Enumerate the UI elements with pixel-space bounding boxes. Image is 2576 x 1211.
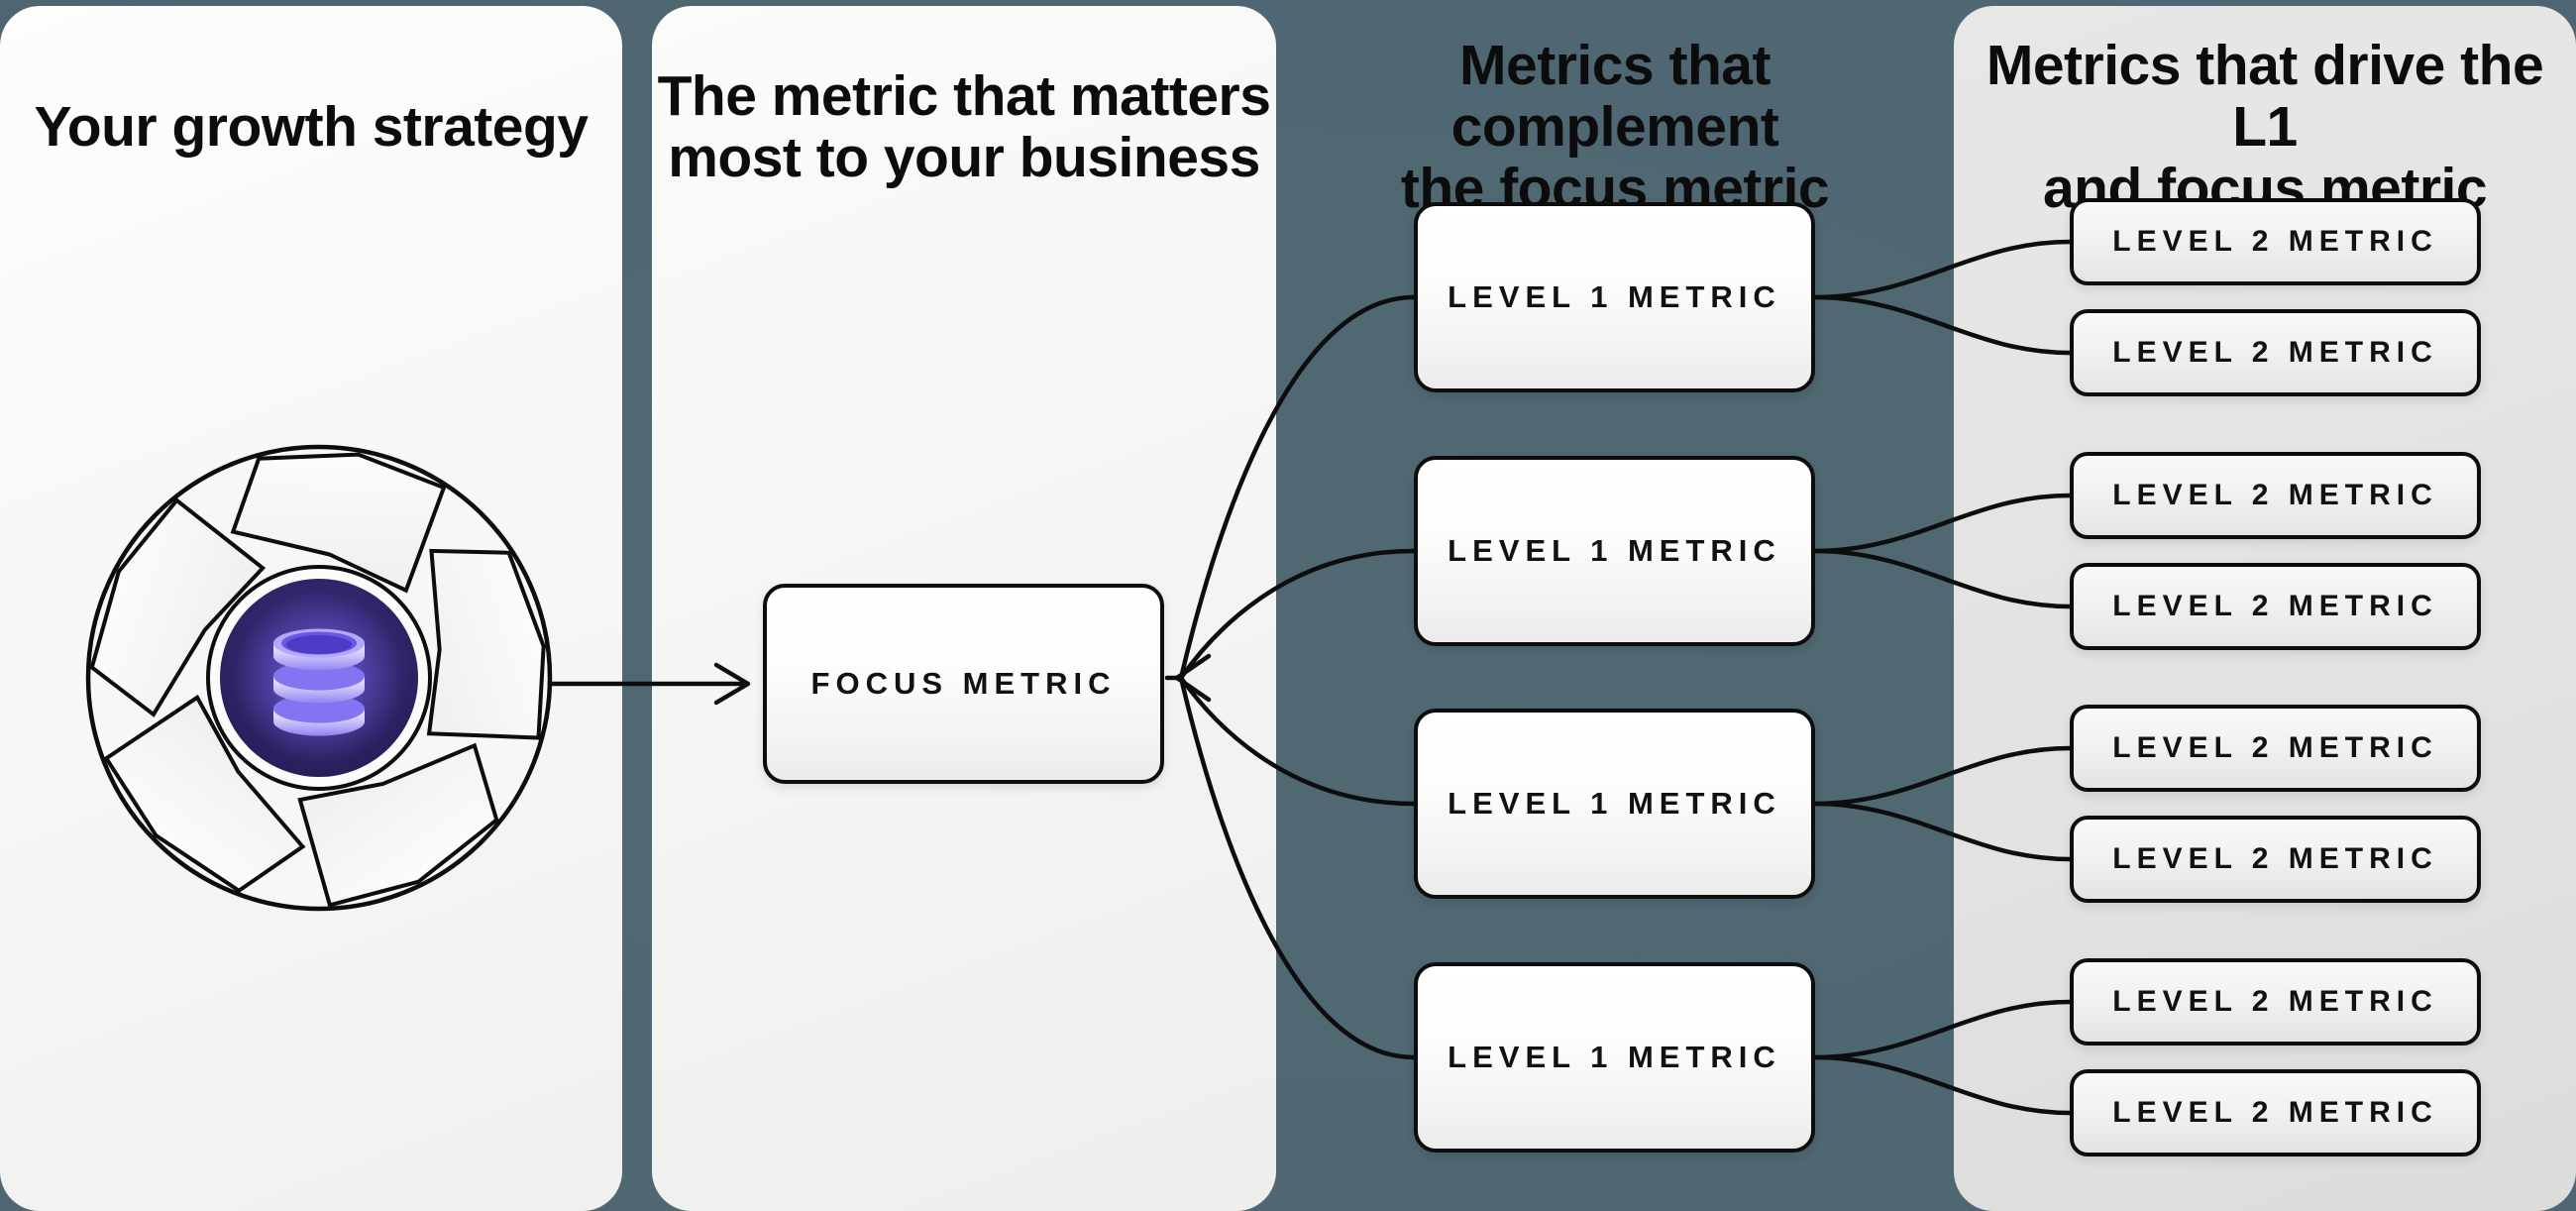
title-line: The metric that matters: [657, 64, 1271, 128]
focus-metric-box: FOCUS METRIC: [763, 584, 1164, 784]
title-focus-metric: The metric that matters most to your bus…: [652, 0, 1276, 254]
level2-metric-box: LEVEL 2 METRIC: [2070, 452, 2481, 539]
title-line: Metrics that complement: [1450, 34, 1779, 159]
level2-metric-box: LEVEL 2 METRIC: [2070, 309, 2481, 396]
level1-metric-box: LEVEL 1 METRIC: [1414, 456, 1815, 646]
title-line: most to your business: [668, 126, 1260, 189]
level2-metric-box: LEVEL 2 METRIC: [2070, 563, 2481, 650]
level2-metric-box: LEVEL 2 METRIC: [2070, 1069, 2481, 1156]
title-growth-strategy: Your growth strategy: [0, 0, 622, 254]
level1-metric-box: LEVEL 1 METRIC: [1414, 709, 1815, 899]
level2-metric-box: LEVEL 2 METRIC: [2070, 705, 2481, 792]
level1-metric-box: LEVEL 1 METRIC: [1414, 202, 1815, 392]
level2-metric-box: LEVEL 2 METRIC: [2070, 198, 2481, 285]
title-line: Your growth strategy: [34, 95, 590, 159]
title-line: Metrics that drive the L1: [1986, 34, 2544, 159]
level2-metric-box: LEVEL 2 METRIC: [2070, 958, 2481, 1046]
level2-metric-box: LEVEL 2 METRIC: [2070, 816, 2481, 903]
level1-metric-box: LEVEL 1 METRIC: [1414, 962, 1815, 1153]
